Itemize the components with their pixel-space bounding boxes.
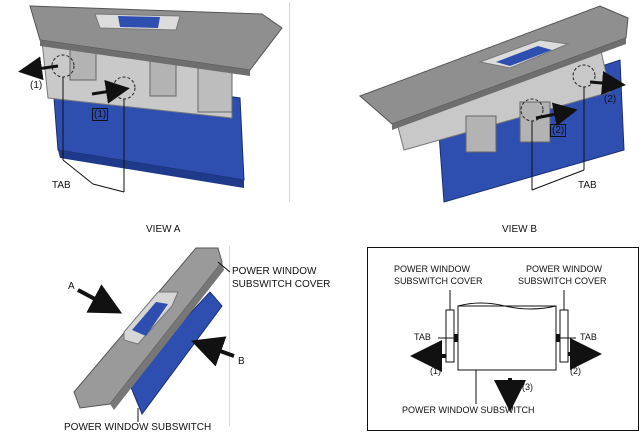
view-b-arrow-1 (535, 102, 578, 127)
schematic-step-left: (1) (430, 366, 441, 376)
view-b-step-label-2: (2) (604, 94, 617, 105)
view-a-title: VIEW A (146, 224, 181, 235)
view-b-title: VIEW B (502, 224, 538, 235)
pointer-b-arrow (190, 336, 235, 367)
view-b-illustration (359, 5, 629, 203)
schematic-illustration (410, 290, 602, 412)
view-a-arrow-1 (18, 56, 59, 81)
view-a-arrow-2 (91, 79, 130, 104)
schematic-tab-right: TAB (580, 332, 597, 342)
view-a-step-label-1: (1) (30, 80, 43, 91)
pointer-a-arrow (77, 284, 123, 314)
view-b-arrow-2 (589, 71, 626, 95)
view-a-illustration (18, 5, 283, 193)
overview-cover-label-line1: POWER WINDOW (232, 266, 317, 277)
schematic-cover-right-line2: SUBSWITCH COVER (518, 276, 607, 286)
overview-illustration (73, 247, 235, 422)
view-b-tab-label: TAB (578, 180, 597, 191)
overview-cover-label-line2: SUBSWITCH COVER (232, 279, 331, 290)
view-b-step-label-1: (2) (550, 124, 567, 137)
view-a-cover (29, 5, 283, 71)
schematic-tab-left: TAB (414, 332, 431, 342)
schematic-step-down: (3) (522, 382, 533, 392)
schematic-cover-left-line1: POWER WINDOW (394, 264, 470, 274)
schematic-step-right: (2) (570, 366, 581, 376)
schematic-subswitch-label: POWER WINDOW SUBSWITCH (402, 405, 535, 415)
schematic-cover-right-line1: POWER WINDOW (526, 264, 602, 274)
pointer-b-label: B (238, 356, 245, 367)
schematic-cover-left-line2: SUBSWITCH COVER (394, 276, 483, 286)
overview-subswitch-label: POWER WINDOW SUBSWITCH (64, 422, 212, 433)
view-a-step-label-2: (1) (92, 108, 109, 121)
divider-top (289, 2, 290, 202)
pointer-a-label: A (68, 281, 75, 292)
schematic-switch-outline (457, 305, 557, 371)
divider-bottom (229, 246, 230, 426)
view-a-tab-label: TAB (52, 180, 71, 191)
schematic-frame (367, 247, 639, 431)
